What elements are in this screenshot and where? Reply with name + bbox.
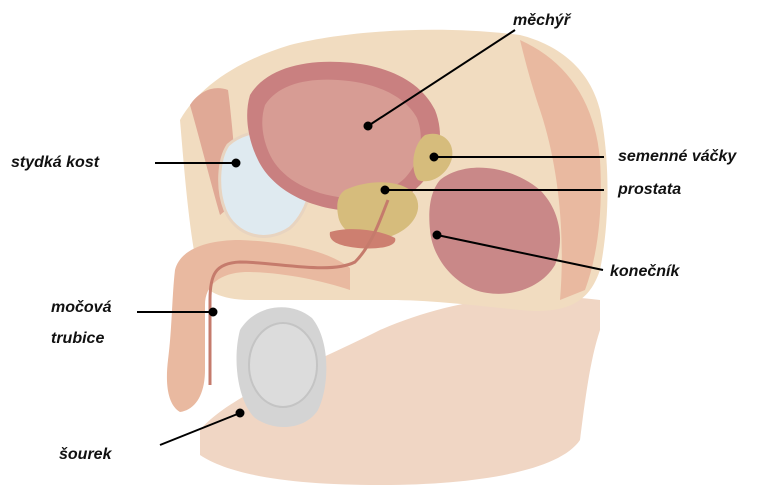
label-rectum: konečník (610, 262, 679, 282)
label-prostate: prostata (618, 180, 681, 200)
pointer-dot-pubic-bone (233, 160, 240, 167)
label-bladder: měchýř (513, 11, 570, 31)
label-pubic-bone: stydká kost (11, 153, 99, 173)
testis (249, 323, 317, 407)
label-scrotum: šourek (59, 445, 111, 465)
label-seminal-vesicles: semenné váčky (618, 147, 736, 167)
pointer-dot-urethra (210, 309, 217, 316)
pointer-dot-seminal-vesicles (431, 154, 438, 161)
label-urethra-line2: trubice (51, 329, 104, 349)
pointer-dot-scrotum (237, 410, 244, 417)
label-urethra-line1: močová (51, 298, 111, 318)
pointer-dot-bladder (365, 123, 372, 130)
pointer-dot-rectum (434, 232, 441, 239)
pointer-dot-prostate (382, 187, 389, 194)
